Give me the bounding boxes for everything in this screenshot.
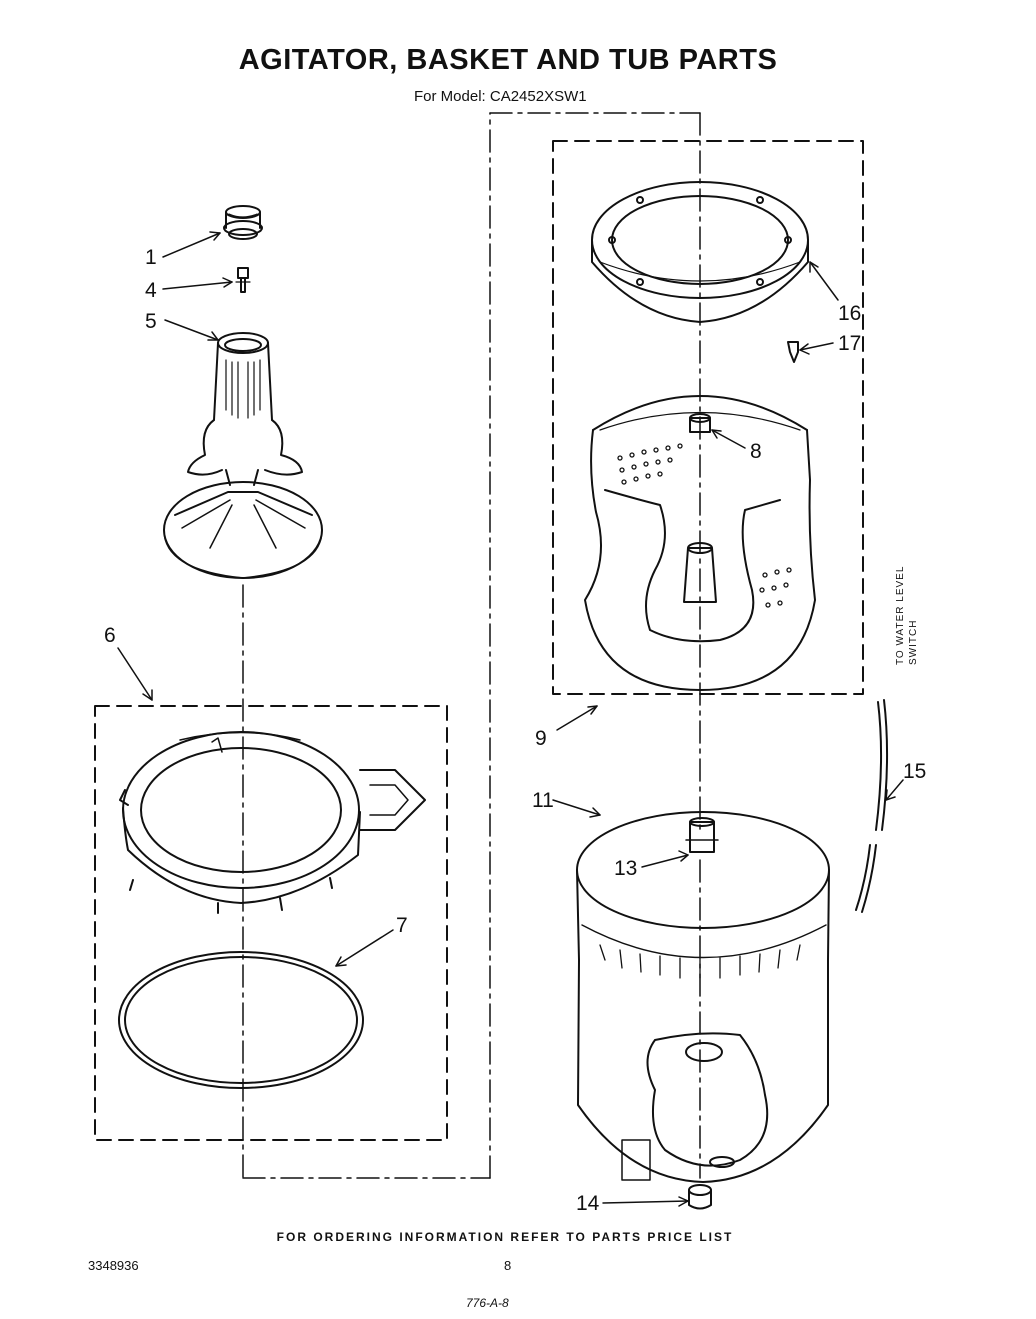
callout-17: 17 bbox=[838, 332, 861, 355]
agitator-bolt-part bbox=[235, 267, 251, 293]
drive-hub-part bbox=[685, 817, 719, 853]
page-number: 8 bbox=[504, 1258, 512, 1273]
model-line: For Model: CA2452XSW1 bbox=[414, 88, 587, 105]
callout-7: 7 bbox=[396, 914, 408, 937]
tub-plug-part bbox=[688, 1184, 712, 1210]
callout-16: 16 bbox=[838, 302, 861, 325]
basket-perforations bbox=[617, 443, 792, 608]
side-note-line2: SWITCH bbox=[908, 620, 919, 665]
water-level-hose-part bbox=[855, 699, 889, 913]
seal-ring-part bbox=[118, 951, 364, 1089]
callout-4: 4 bbox=[145, 279, 157, 302]
callout-numbers: 1 4 5 6 7 8 9 11 13 14 15 16 17 bbox=[104, 246, 926, 1215]
agitator-part bbox=[163, 332, 323, 579]
callout-11: 11 bbox=[532, 789, 554, 812]
page-title: AGITATOR, BASKET AND TUB PARTS bbox=[238, 44, 778, 76]
group-box-6 bbox=[94, 705, 448, 1141]
outer-tub-part bbox=[576, 811, 830, 1183]
group-box-9 bbox=[552, 140, 864, 695]
water-level-switch-note: TO WATER LEVEL SWITCH bbox=[895, 566, 919, 665]
centerlines bbox=[242, 112, 701, 1179]
callout-5: 5 bbox=[145, 310, 157, 333]
tub-ring-part bbox=[119, 731, 426, 914]
callout-14: 14 bbox=[576, 1192, 600, 1215]
handwritten-note: 776-A-8 bbox=[466, 1296, 509, 1310]
agitator-cap-part bbox=[223, 205, 263, 240]
callout-13: 13 bbox=[614, 857, 637, 880]
ordering-note: FOR ORDERING INFORMATION REFER TO PARTS … bbox=[276, 1230, 734, 1244]
leader-lines bbox=[117, 231, 904, 1207]
document-number: 3348936 bbox=[88, 1258, 139, 1273]
callout-6: 6 bbox=[104, 624, 116, 647]
basket-part bbox=[584, 395, 816, 691]
callout-1: 1 bbox=[145, 246, 157, 269]
callout-15: 15 bbox=[903, 760, 926, 783]
balance-ring-part bbox=[591, 181, 809, 323]
callout-8: 8 bbox=[750, 440, 762, 463]
balance-ring-screw-part bbox=[787, 341, 799, 363]
callout-9: 9 bbox=[535, 727, 547, 750]
side-note-line1: TO WATER LEVEL bbox=[895, 566, 906, 665]
